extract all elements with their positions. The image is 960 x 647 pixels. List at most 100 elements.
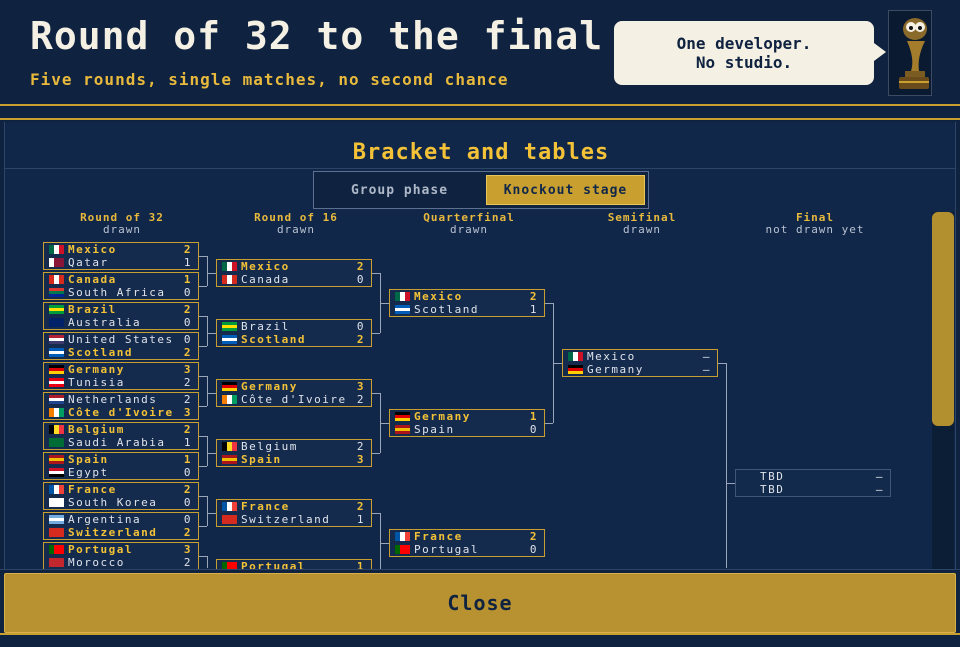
team-score: 3 bbox=[183, 406, 192, 419]
team-name: Mexico bbox=[241, 260, 290, 273]
bracket-connector bbox=[207, 496, 208, 526]
team-row: Germany– bbox=[563, 363, 717, 376]
round-name: Final bbox=[795, 211, 835, 224]
team-name: Morocco bbox=[68, 556, 125, 569]
team-name: Tunisia bbox=[68, 376, 125, 389]
brazil-flag-icon bbox=[222, 322, 237, 331]
team-name: Scotland bbox=[414, 303, 479, 316]
bracket-connector bbox=[207, 436, 208, 466]
belgium-flag-icon bbox=[222, 442, 237, 451]
egypt-flag-icon bbox=[49, 468, 64, 477]
team-name: Spain bbox=[414, 423, 455, 436]
tab-group-phase[interactable]: Group phase bbox=[350, 182, 449, 198]
team-name: France bbox=[414, 530, 463, 543]
team-name: Mexico bbox=[414, 290, 463, 303]
round-status: not drawn yet bbox=[765, 223, 865, 236]
team-name: Germany bbox=[68, 363, 125, 376]
mexico-flag-icon bbox=[222, 262, 237, 271]
team-score: 1 bbox=[183, 256, 192, 269]
team-name: Australia bbox=[68, 316, 142, 329]
team-name: Egypt bbox=[68, 466, 109, 479]
belgium-flag-icon bbox=[49, 425, 64, 434]
bracket-connector bbox=[380, 423, 389, 424]
bracket-connector bbox=[199, 496, 207, 497]
mexico-flag-icon bbox=[49, 245, 64, 254]
scrollbar-thumb[interactable] bbox=[932, 212, 954, 426]
stage-tabs: Group phase Knockout stage bbox=[313, 171, 649, 209]
team-name: France bbox=[68, 483, 117, 496]
match-card[interactable]: Mexico–Germany– bbox=[562, 349, 718, 377]
bracket-connector bbox=[380, 513, 381, 569]
switzerland-flag-icon bbox=[222, 515, 237, 524]
bracket-connector bbox=[207, 316, 208, 346]
footer-divider bbox=[0, 569, 960, 573]
team-name: TBD bbox=[760, 470, 785, 483]
team-score: 2 bbox=[356, 440, 365, 453]
team-name: France bbox=[241, 500, 290, 513]
france-flag-icon bbox=[222, 502, 237, 511]
germany-flag-icon bbox=[568, 365, 583, 374]
team-score: 0 bbox=[183, 466, 192, 479]
team-score: 2 bbox=[356, 260, 365, 273]
team-score: 0 bbox=[183, 316, 192, 329]
close-button[interactable]: Close bbox=[4, 573, 956, 633]
bracket-connector bbox=[207, 273, 216, 274]
round-name: Round of 16 bbox=[254, 211, 338, 224]
france-flag-icon bbox=[49, 485, 64, 494]
bracket-connector bbox=[199, 466, 207, 467]
argentina-flag-icon bbox=[49, 515, 64, 524]
bracket-connector bbox=[380, 303, 389, 304]
team-name: Côte d'Ivoire bbox=[68, 406, 174, 419]
team-name: United States bbox=[68, 333, 174, 346]
round-header: Round of 16 drawn bbox=[226, 212, 366, 236]
match-card[interactable]: TBD–TBD– bbox=[735, 469, 891, 497]
switzerland-flag-icon bbox=[49, 528, 64, 537]
team-score: 2 bbox=[529, 530, 538, 543]
team-score: 1 bbox=[356, 560, 365, 569]
bracket-connector bbox=[718, 363, 726, 364]
team-score: 2 bbox=[356, 393, 365, 406]
tab-knockout-stage[interactable]: Knockout stage bbox=[485, 175, 645, 205]
team-row: TBD– bbox=[736, 483, 890, 496]
speech-bubble: One developer. No studio. bbox=[614, 21, 886, 85]
bracket-connector bbox=[199, 526, 207, 527]
team-score: 1 bbox=[529, 303, 538, 316]
germany-flag-icon bbox=[222, 382, 237, 391]
team-row: TBD– bbox=[736, 470, 890, 483]
saudi-arabia-flag-icon bbox=[49, 438, 64, 447]
germany-flag-icon bbox=[395, 412, 410, 421]
bracket-connector bbox=[372, 393, 380, 394]
bracket-connector bbox=[199, 406, 207, 407]
